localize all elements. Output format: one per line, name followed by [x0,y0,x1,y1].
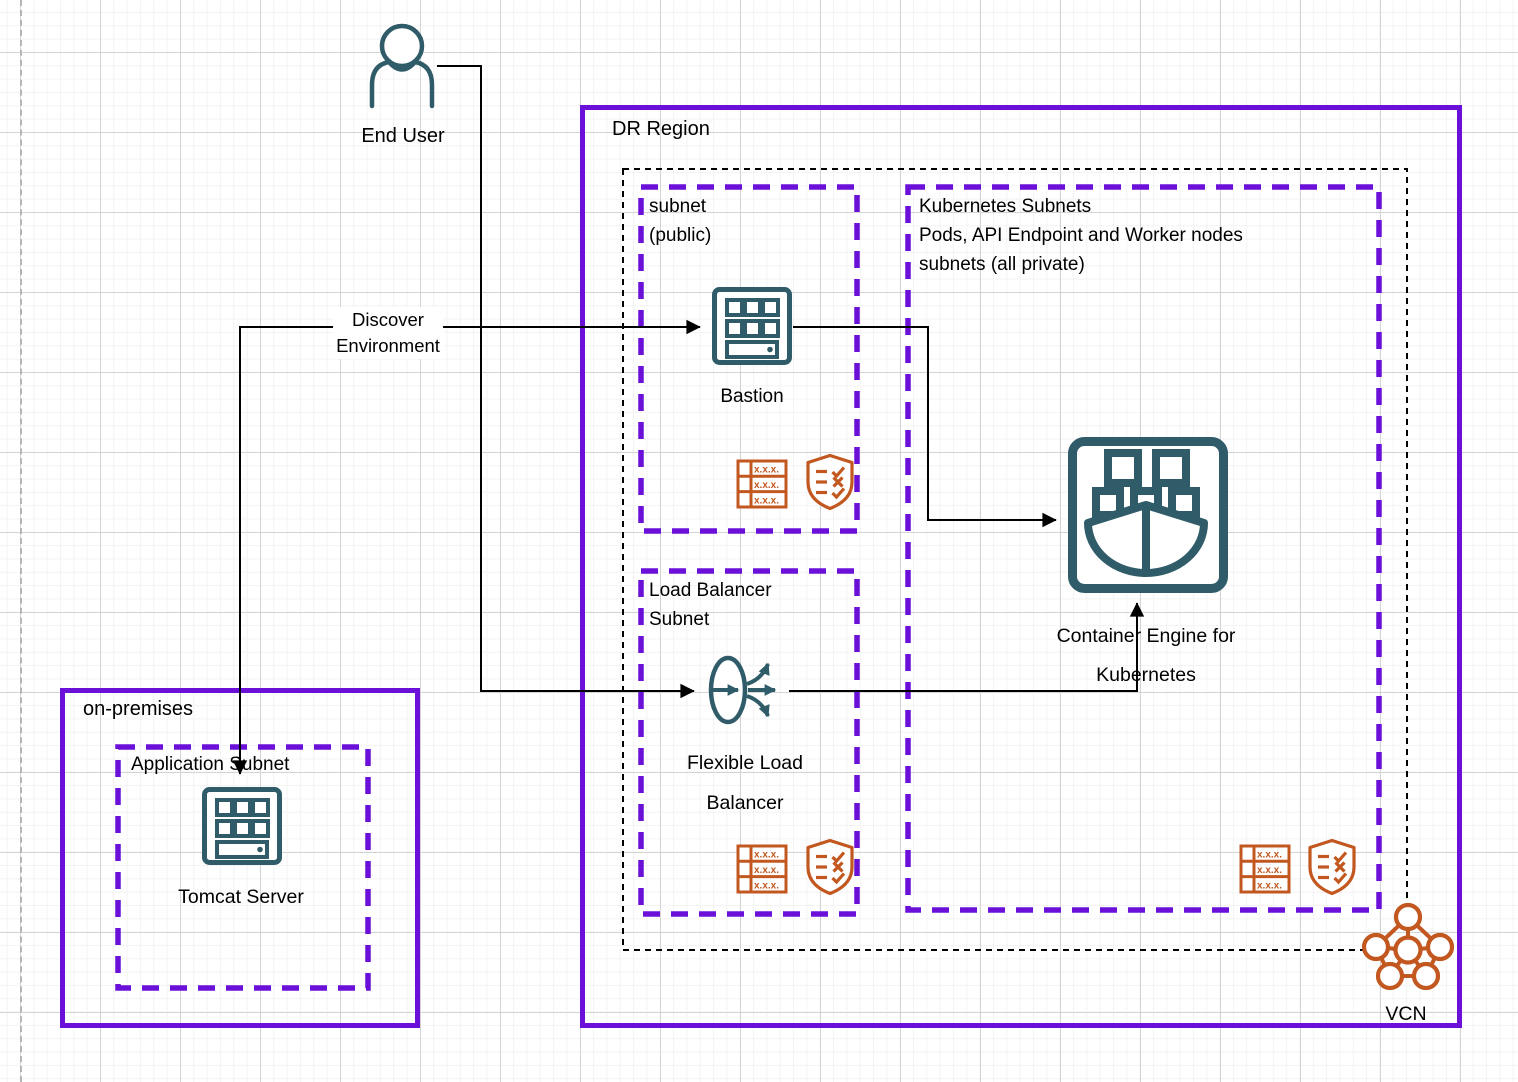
application-subnet-box [115,744,371,991]
bastion-icon [715,290,790,363]
vcn-icon [1361,902,1455,991]
end-user-icon [369,23,435,109]
end-user-label: End User [361,125,445,147]
security-list-icon [1308,838,1356,896]
flexible-load-balancer-label: Flexible Load Balancer [687,752,803,814]
on-premises-label: on-premises [83,698,194,720]
application-subnet-label: Application Subnet [131,754,290,775]
load-balancer-icon [708,655,777,725]
route-table-icon [736,459,788,509]
oke-label: Container Engine for Kubernetes [1056,625,1236,686]
discover-environment-label: Discover Environment [333,307,443,359]
security-list-icon [806,838,854,896]
vcn-label: VCN [1385,1003,1427,1025]
page-boundary-line [20,0,22,1082]
kubernetes-subnet-label: Kubernetes Subnets Pods, API Endpoint an… [919,196,1243,275]
bastion-label: Bastion [720,386,784,407]
vcn-dotted-boundary [622,168,1408,951]
connector-discover-environment [232,319,701,775]
connector-bastion-to-oke [793,326,1057,528]
dr-region-label: DR Region [612,118,710,140]
kubernetes-subnet-box [905,184,1382,913]
lb-subnet-label: Load Balancer Subnet [649,580,772,630]
route-table-icon [736,844,788,894]
oke-icon [1068,437,1228,593]
security-list-icon [806,453,854,511]
public-subnet-label: subnet (public) [649,196,712,246]
connector-loadbalancer-to-oke [789,602,1145,692]
route-table-icon [1239,844,1291,894]
tomcat-server-icon [205,790,280,863]
tomcat-server-label: Tomcat Server [178,886,304,908]
